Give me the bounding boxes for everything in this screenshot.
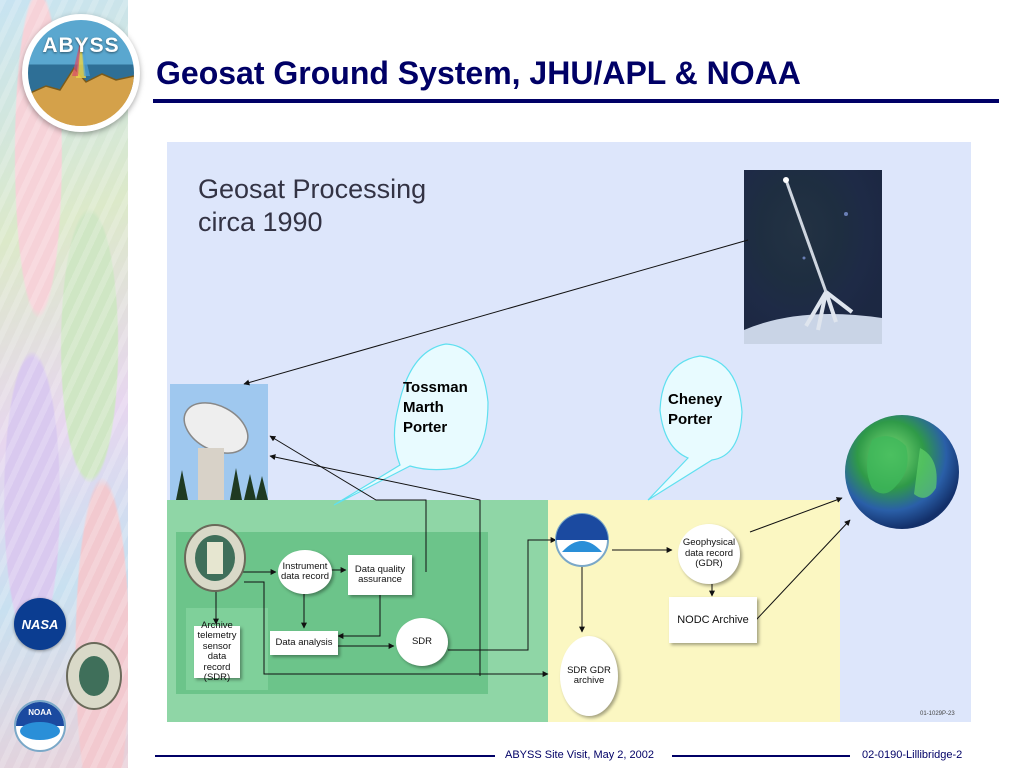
noaa-callout-text: Cheney Porter: [668, 390, 722, 430]
callout-name: Porter: [403, 419, 448, 436]
instrument-record-node: Instrument data record: [278, 550, 332, 594]
callout-name: Porter: [668, 411, 713, 428]
callout-name: Marth: [403, 399, 444, 416]
sdr-node: SDR: [396, 618, 448, 666]
diagram-heading-line2: circa 1990: [198, 207, 323, 237]
noaa-emblem-diagram: [555, 513, 609, 567]
title-underline: [153, 99, 999, 103]
jhu-seal-logo: [66, 642, 122, 710]
nasa-logo: NASA: [14, 598, 66, 650]
footer-slide-id: 02-0190-Lillibridge-2: [862, 749, 963, 761]
figure-number: 01-1029P-23: [920, 711, 955, 717]
footer-rule-left: [155, 755, 495, 757]
apl-callout-bubble: [333, 343, 489, 506]
page-title: Geosat Ground System, JHU/APL & NOAA: [156, 55, 801, 91]
data-analysis-node: Data analysis: [270, 631, 338, 655]
footer-rule-right: [672, 755, 850, 757]
geosat-satellite-image: [744, 170, 882, 344]
footer-center-text: ABYSS Site Visit, May 2, 2002: [505, 749, 654, 761]
callout-name: Tossman: [403, 379, 468, 396]
noaa-logo: NOAA: [14, 700, 66, 752]
sdr-gdr-archive-node: SDR GDR archive: [560, 636, 618, 716]
diagram-heading-line1: Geosat Processing: [198, 174, 427, 204]
jhu-seal-diagram: [184, 524, 246, 592]
satellite-dish-image: [170, 384, 268, 500]
nodc-archive-node: NODC Archive: [669, 597, 757, 643]
earth-globe-image: [845, 415, 959, 529]
abyss-logo-text: ABYSS: [42, 34, 120, 57]
data-quality-node: Data quality assurance: [348, 555, 412, 595]
diagram-heading: Geosat Processing circa 1990: [198, 173, 426, 239]
callout-name: Cheney: [668, 391, 723, 408]
noaa-logo-text: NOAA: [28, 708, 52, 717]
archive-telemetry-node: Archive telemetry sensor data record (SD…: [194, 620, 240, 683]
nasa-logo-text: NASA: [21, 616, 59, 632]
geophysical-record-node: Geophysical data record (GDR): [678, 524, 740, 584]
apl-callout-text: Tossman Marth Porter: [403, 378, 468, 438]
noaa-callout-bubble: [647, 355, 743, 501]
abyss-logo: ABYSS: [22, 14, 140, 132]
